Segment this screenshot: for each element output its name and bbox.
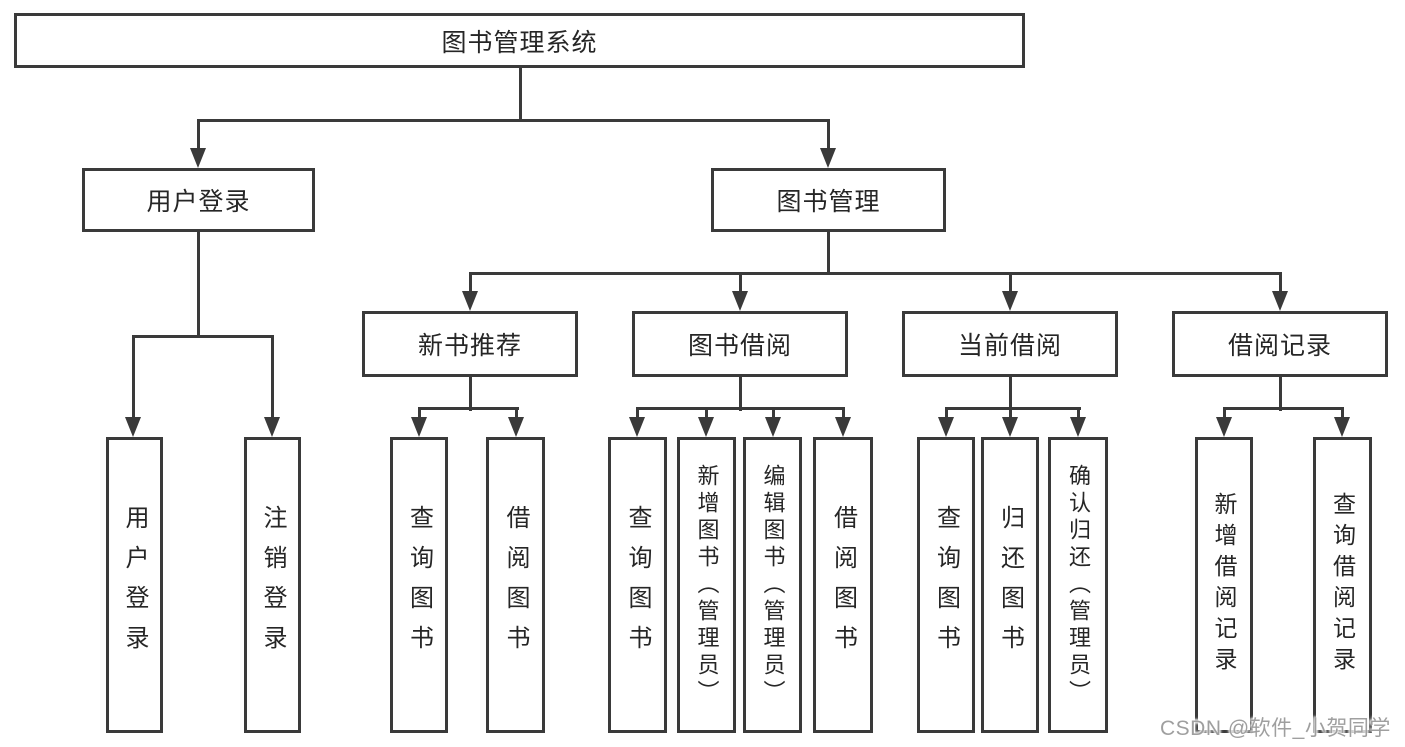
node-book-management: 图书管理 xyxy=(711,168,946,232)
node-borrowing-records: 借阅记录 xyxy=(1172,311,1388,377)
node-borrow-books-1: 借阅图书 xyxy=(486,437,545,733)
node-label: 新书推荐 xyxy=(417,332,522,360)
node-label: 图书管理系统 xyxy=(441,28,598,57)
node-label: 注销登录 xyxy=(259,505,286,665)
node-label: 归还图书 xyxy=(996,505,1024,665)
connector-line xyxy=(197,119,830,122)
node-query-books-2: 查询图书 xyxy=(608,437,667,733)
connector-line xyxy=(945,407,1081,410)
connector-arrowhead xyxy=(820,148,836,168)
connector-line xyxy=(1223,407,1226,420)
connector-arrowhead xyxy=(1070,417,1086,437)
node-book-borrowing: 图书借阅 xyxy=(632,311,848,377)
node-label: 图书借阅 xyxy=(687,332,792,360)
node-label: 编辑图书（管理员） xyxy=(760,463,786,707)
node-add-borrow-record: 新增借阅记录 xyxy=(1195,437,1253,733)
watermark: CSDN @软件_小贺同学 xyxy=(1160,717,1391,740)
connector-arrowhead xyxy=(698,417,714,437)
connector-line xyxy=(1341,407,1344,420)
connector-arrowhead xyxy=(1216,417,1232,437)
connector-arrowhead xyxy=(629,417,645,437)
node-label: 借阅图书 xyxy=(829,505,857,665)
connector-arrowhead xyxy=(190,148,206,168)
node-user-login: 用户登录 xyxy=(82,168,315,232)
node-label: 借阅记录 xyxy=(1227,332,1332,360)
connector-line xyxy=(132,335,274,338)
node-label: 用户登录 xyxy=(146,188,251,216)
node-label: 当前借阅 xyxy=(957,332,1062,360)
node-add-books-admin: 新增图书（管理员） xyxy=(677,437,736,733)
connector-line xyxy=(636,407,845,410)
connector-line xyxy=(739,272,742,293)
connector-line xyxy=(1279,272,1282,293)
connector-line xyxy=(515,407,518,420)
connector-line xyxy=(1009,272,1012,293)
node-label: 确认归还（管理员） xyxy=(1066,463,1091,707)
connector-arrowhead xyxy=(1002,291,1018,311)
connector-line xyxy=(469,272,472,293)
connector-arrowhead xyxy=(508,417,524,437)
node-label: 查询图书 xyxy=(624,505,651,665)
node-library-management-system: 图书管理系统 xyxy=(14,13,1025,68)
connector-arrowhead xyxy=(938,417,954,437)
connector-arrowhead xyxy=(264,417,280,437)
node-edit-books-admin: 编辑图书（管理员） xyxy=(743,437,802,733)
connector-line xyxy=(1077,407,1080,420)
node-return-books: 归还图书 xyxy=(981,437,1039,733)
connector-arrowhead xyxy=(732,291,748,311)
connector-arrowhead xyxy=(765,417,781,437)
node-label: 借阅图书 xyxy=(502,505,529,665)
node-label: 新增借阅记录 xyxy=(1211,492,1237,678)
connector-line xyxy=(271,335,274,419)
connector-line xyxy=(469,272,1282,275)
connector-line xyxy=(197,230,200,338)
connector-arrowhead xyxy=(411,417,427,437)
connector-line xyxy=(827,119,830,151)
connector-line xyxy=(842,407,845,420)
node-query-books-1: 查询图书 xyxy=(390,437,448,733)
node-user-login-leaf: 用户登录 xyxy=(106,437,163,733)
connector-line xyxy=(772,407,775,420)
node-label: 图书管理 xyxy=(776,188,881,216)
connector-line xyxy=(132,335,135,419)
node-confirm-return-admin: 确认归还（管理员） xyxy=(1048,437,1108,733)
connector-line xyxy=(739,375,742,411)
connector-line xyxy=(197,119,200,151)
connector-arrowhead xyxy=(835,417,851,437)
node-label: 用户登录 xyxy=(121,505,148,665)
connector-line xyxy=(827,230,830,275)
node-label: 查询图书 xyxy=(932,505,960,665)
connector-line xyxy=(1009,407,1012,420)
connector-line xyxy=(705,407,708,420)
node-label: 查询借阅记录 xyxy=(1329,492,1356,678)
connector-line xyxy=(519,66,522,122)
connector-arrowhead xyxy=(125,417,141,437)
node-query-borrow-record: 查询借阅记录 xyxy=(1313,437,1372,733)
connector-arrowhead xyxy=(1272,291,1288,311)
connector-arrowhead xyxy=(462,291,478,311)
node-borrow-books-2: 借阅图书 xyxy=(813,437,873,733)
node-label: 新增图书（管理员） xyxy=(694,463,720,707)
node-new-book-recommendation: 新书推荐 xyxy=(362,311,578,377)
node-current-borrowing: 当前借阅 xyxy=(902,311,1118,377)
connector-line xyxy=(469,375,472,411)
node-query-books-3: 查询图书 xyxy=(917,437,975,733)
connector-line xyxy=(1279,375,1282,411)
connector-line xyxy=(636,407,639,420)
connector-arrowhead xyxy=(1334,417,1350,437)
node-logout-leaf: 注销登录 xyxy=(244,437,301,733)
connector-line xyxy=(1009,375,1012,411)
connector-line xyxy=(418,407,519,410)
connector-line xyxy=(1223,407,1344,410)
connector-line xyxy=(418,407,421,420)
node-label: 查询图书 xyxy=(405,505,433,665)
connector-arrowhead xyxy=(1002,417,1018,437)
connector-line xyxy=(945,407,948,420)
